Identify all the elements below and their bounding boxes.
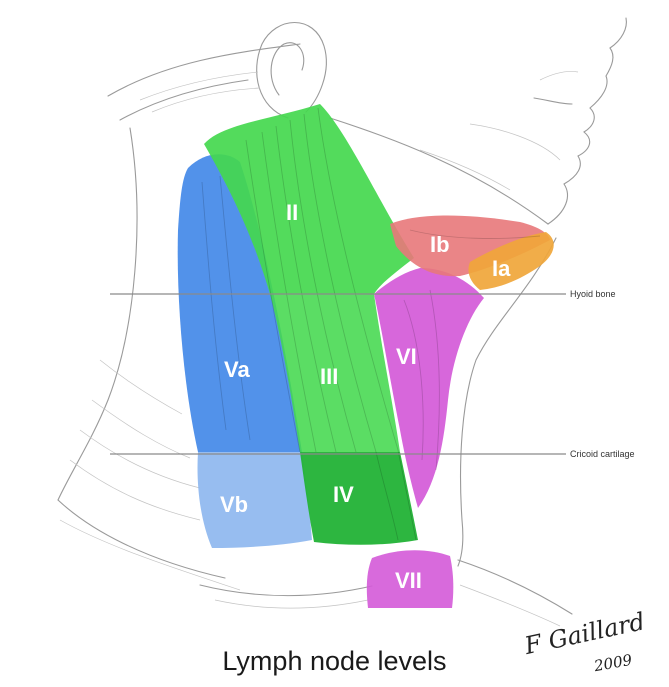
level-iii-label: III (320, 364, 338, 389)
level-vb-region (198, 452, 312, 548)
cricoid-label: Cricoid cartilage (570, 449, 635, 459)
level-vb-label: Vb (220, 492, 248, 517)
nodal-regions (178, 104, 554, 608)
level-iv-region (300, 452, 418, 545)
level-iv-label: IV (333, 482, 354, 507)
level-vii-label: VII (395, 568, 422, 593)
level-vi-label: VI (396, 344, 417, 369)
level-ii-label: II (286, 200, 298, 225)
signature-year: 2009 (593, 651, 634, 675)
hyoid-label: Hyoid bone (570, 289, 616, 299)
author-signature: F Gaillard 2009 (528, 622, 648, 682)
level-ia-label: Ia (492, 256, 511, 281)
level-va-label: Va (224, 357, 250, 382)
level-ib-label: Ib (430, 232, 450, 257)
